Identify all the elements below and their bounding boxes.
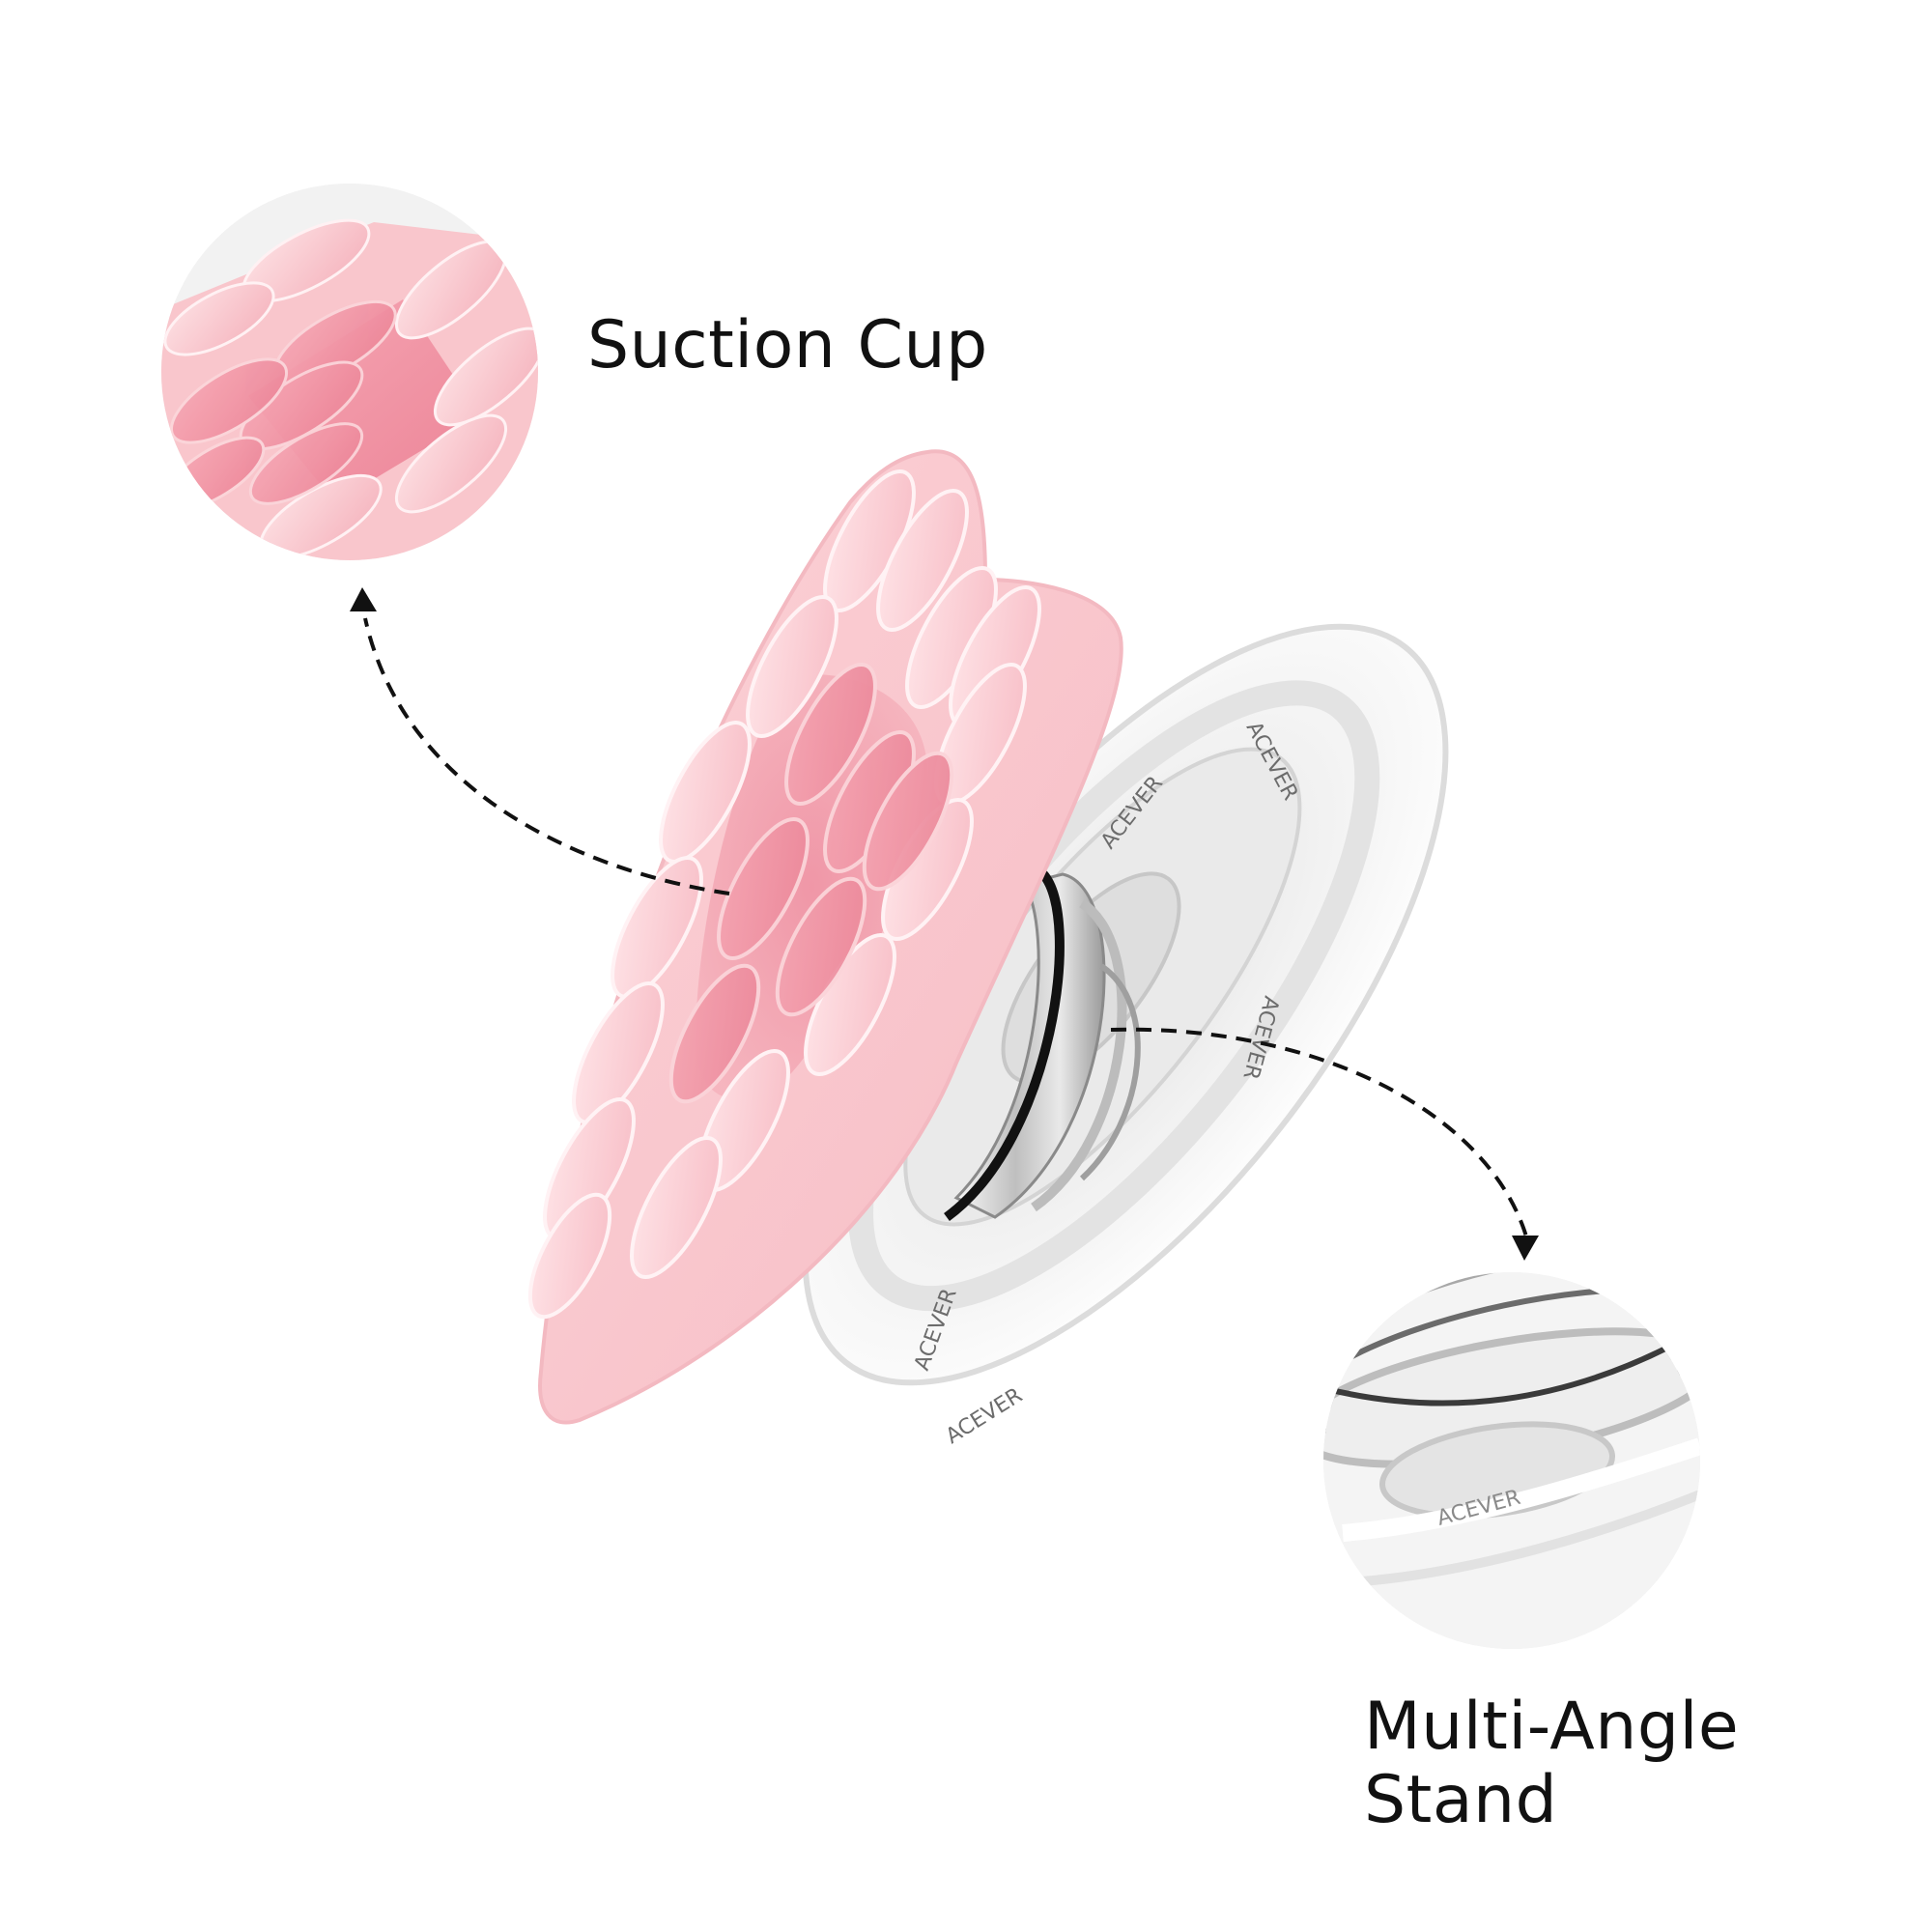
suction-cup-heart <box>527 449 1123 1425</box>
suction-cup-closeup-image <box>161 184 538 560</box>
multi-angle-stand-label: Multi-Angle Stand <box>1364 1690 1739 1837</box>
suction-cup-label: Suction Cup <box>587 307 988 384</box>
arrow-down-icon <box>1512 1236 1539 1261</box>
suction-cup-closeup <box>161 184 538 560</box>
stand-stem <box>944 870 1141 1222</box>
stand-closeup: ACEVER <box>1323 1272 1700 1649</box>
stand-arrow <box>1110 1027 1528 1237</box>
multi-angle-stand-label-line1: Multi-Angle <box>1364 1689 1740 1765</box>
suction-cup-arrow <box>363 617 730 895</box>
stand-closeup-image: ACEVER <box>1323 1272 1700 1649</box>
svg-text:ACEVER: ACEVER <box>942 1383 1027 1449</box>
multi-angle-stand-label-line2: Stand <box>1364 1762 1558 1839</box>
arrow-up-icon <box>350 587 377 611</box>
